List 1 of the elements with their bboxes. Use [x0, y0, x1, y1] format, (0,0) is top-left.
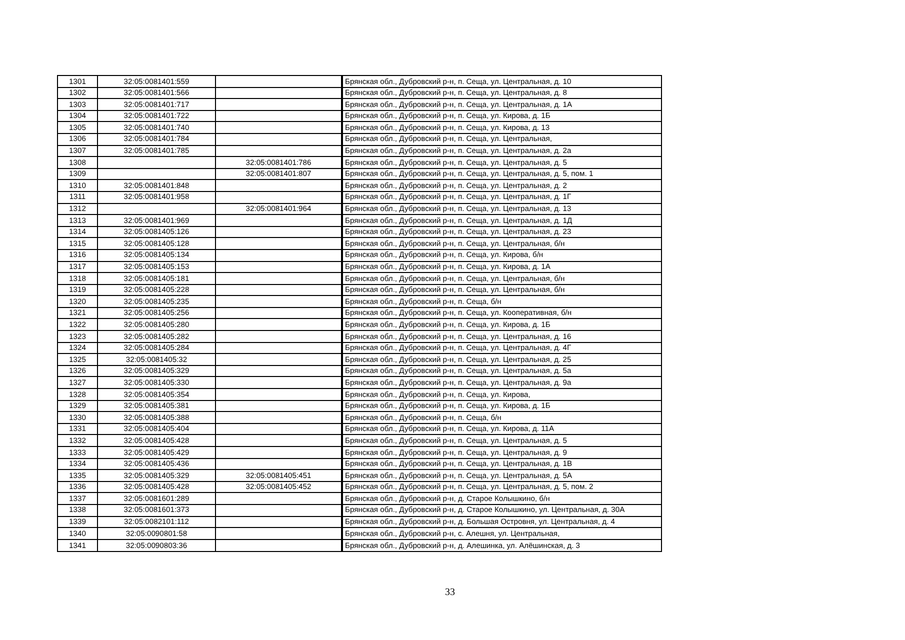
page-number: 33 [445, 586, 455, 600]
